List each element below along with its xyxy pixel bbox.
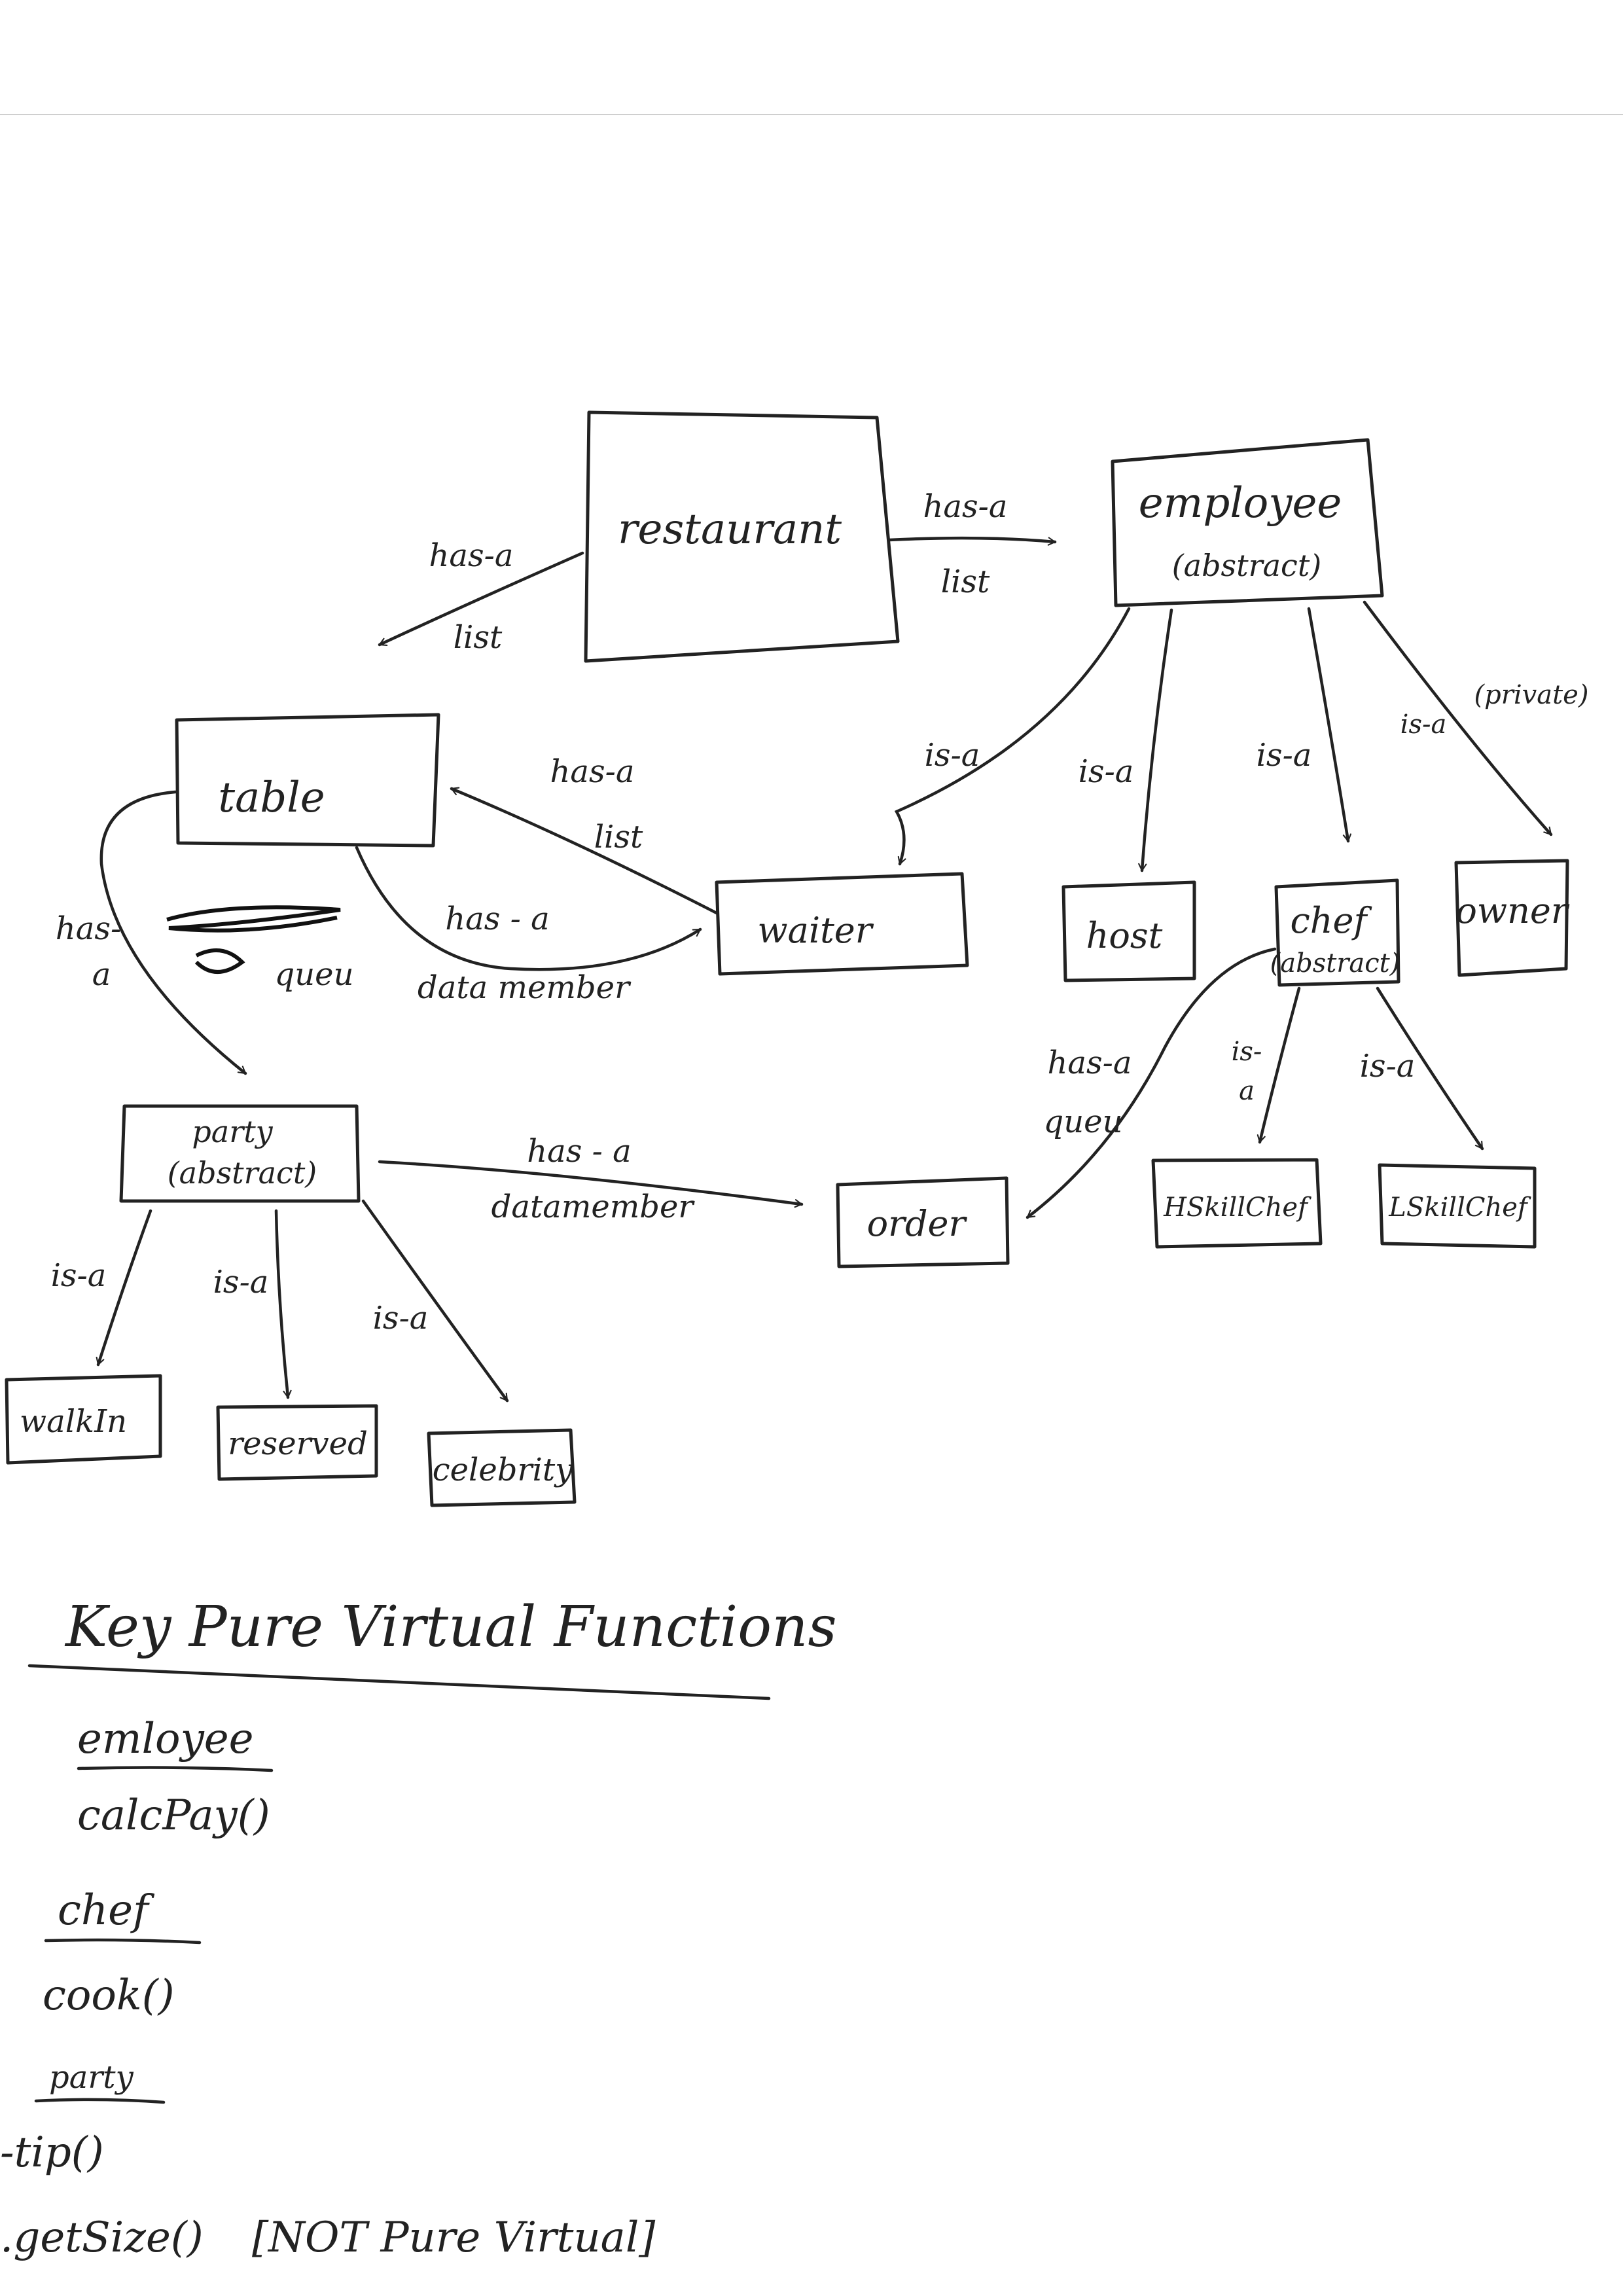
edge-party-reserved-label: is-a <box>213 1264 269 1300</box>
host-label: host <box>1086 915 1163 956</box>
edge-employee-chef <box>1307 607 1352 843</box>
edge-restaurant-employee-sublabel: list <box>941 564 990 600</box>
edge-waiter-table-sublabel: list <box>594 819 643 855</box>
employee-box <box>1111 438 1384 607</box>
restaurant-label: restaurant <box>618 505 842 554</box>
key-employee-function: calcPay() <box>77 1791 270 1840</box>
key-chef-heading: chef <box>58 1886 155 1935</box>
edge-party-walkin-label: is-a <box>51 1257 107 1294</box>
edge-restaurant-employee-label: has-a <box>923 488 1008 525</box>
edge-waiter-table-label: has-a <box>550 753 635 790</box>
key-employee-heading: emloyee <box>77 1715 253 1763</box>
edge-employee-waiter-label: is-a <box>925 737 980 774</box>
key-party-underline <box>34 2098 166 2104</box>
edge-party-celebrity <box>361 1199 509 1403</box>
order-box <box>836 1176 1010 1268</box>
lskillchef-box <box>1378 1163 1537 1249</box>
party-box <box>119 1104 361 1203</box>
edge-chef-hskillchef-sublabel: a <box>1239 1076 1255 1106</box>
party-label: party <box>192 1114 273 1149</box>
edge-waiter-table <box>450 787 719 915</box>
key-party-heading: party <box>49 2059 134 2096</box>
chef-label: chef <box>1291 900 1372 941</box>
chef-box <box>1274 878 1400 987</box>
key-employee-underline <box>77 1766 274 1772</box>
key-party-function-getsize: .getSize() <box>0 2214 204 2262</box>
table-label: table <box>218 774 325 822</box>
celebrity-box <box>427 1428 577 1507</box>
waiter-box <box>715 872 969 976</box>
reserved-label: reserved <box>228 1426 368 1462</box>
edge-chef-order-label: has-a <box>1048 1045 1132 1081</box>
scribbled-out-text <box>166 905 341 974</box>
celebrity-label: celebrity <box>433 1452 573 1488</box>
table-box <box>175 713 440 848</box>
walkin-label: walkIn <box>20 1403 127 1440</box>
edge-chef-order <box>1026 947 1277 1219</box>
key-title-underline <box>27 1664 771 1700</box>
edge-party-walkin <box>96 1209 152 1367</box>
edge-restaurant-table-sublabel: list <box>454 619 503 656</box>
edge-party-order <box>378 1160 804 1208</box>
edge-table-party-sublabel: a <box>92 956 111 993</box>
edge-restaurant-table-label: has-a <box>429 537 514 574</box>
edge-party-celebrity-label: is-a <box>373 1300 429 1336</box>
edge-chef-hskillchef-label: is- <box>1232 1037 1262 1067</box>
edge-chef-lskillchef-label: is-a <box>1360 1048 1416 1085</box>
hskillchef-label: HSkillChef <box>1163 1193 1311 1223</box>
key-party-function-tip: -tip() <box>0 2128 104 2177</box>
edge-employee-waiter <box>894 607 1131 866</box>
edge-employee-owner <box>1363 600 1553 836</box>
edge-restaurant-table <box>378 551 584 647</box>
edge-chef-hskillchef <box>1257 986 1301 1144</box>
owner-box <box>1454 859 1569 977</box>
lskillchef-label: LSkillChef <box>1388 1193 1531 1223</box>
key-chef-underline <box>44 1938 202 1945</box>
owner-label: owner <box>1455 890 1569 931</box>
edge-employee-host-label: is-a <box>1079 753 1134 790</box>
hskillchef-box <box>1151 1158 1323 1249</box>
edge-party-order-sublabel: datamember <box>491 1189 696 1225</box>
walkin-box <box>5 1374 162 1465</box>
edge-chef-lskillchef <box>1376 986 1484 1151</box>
employee-label: employee <box>1139 479 1342 528</box>
edge-employee-owner-label: is-a <box>1400 709 1447 740</box>
employee-sublabel: (abstract) <box>1172 548 1322 583</box>
host-box <box>1061 880 1196 982</box>
edge-table-queue-label: queu <box>275 956 354 993</box>
key-chef-function: cook() <box>43 1971 175 2020</box>
edge-restaurant-employee <box>887 536 1057 546</box>
edge-table-waiter-sublabel: data member <box>418 969 632 1006</box>
edge-table-waiter <box>355 846 702 971</box>
key-title: Key Pure Virtual Functions <box>64 1594 837 1660</box>
reserved-box <box>216 1404 378 1481</box>
edge-employee-owner-note: (private) <box>1474 680 1589 710</box>
restaurant-box <box>584 410 900 663</box>
edge-table-party <box>99 790 247 1075</box>
edge-party-reserved <box>274 1209 292 1399</box>
key-party-note: [NOT Pure Virtual] <box>252 2214 656 2262</box>
party-sublabel: (abstract) <box>168 1155 317 1191</box>
edge-table-party-label: has- <box>56 910 121 947</box>
edge-party-order-label: has - a <box>527 1133 632 1170</box>
edge-chef-order-sublabel: queu <box>1044 1103 1123 1140</box>
edge-employee-chef-label: is-a <box>1257 737 1312 774</box>
order-label: order <box>867 1203 968 1244</box>
edge-table-waiter-label: has - a <box>445 901 550 937</box>
waiter-label: waiter <box>757 910 874 951</box>
chef-sublabel: (abstract) <box>1270 948 1400 978</box>
edge-employee-host <box>1138 608 1173 872</box>
